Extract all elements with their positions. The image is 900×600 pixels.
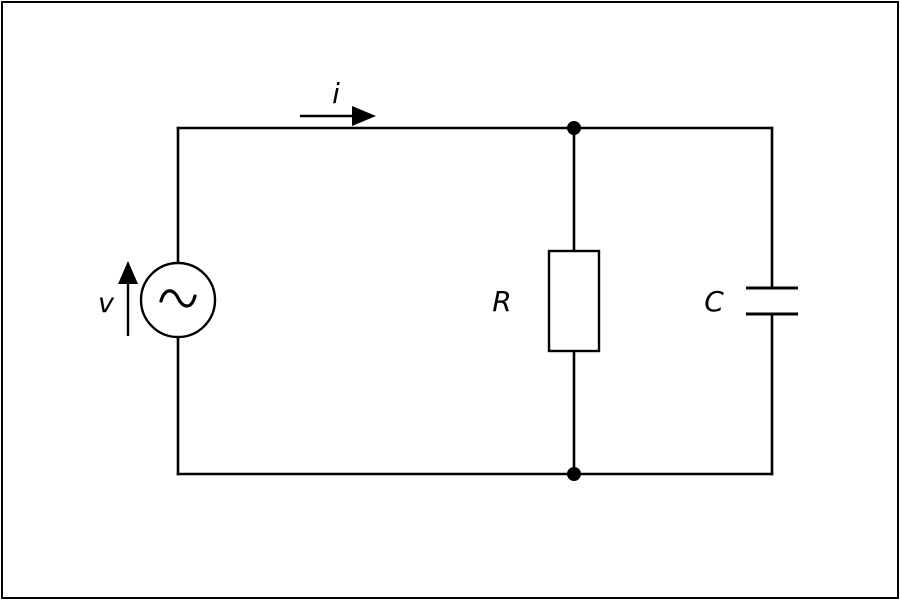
capacitor-label: C <box>704 285 724 318</box>
current-arrow <box>300 106 376 126</box>
current-label: i <box>332 77 340 110</box>
junction-dot-bottom <box>567 467 581 481</box>
voltage-arrow <box>118 261 138 336</box>
resistor-symbol <box>547 249 601 353</box>
voltage-label: v <box>98 288 115 319</box>
junction-dot-top <box>567 121 581 135</box>
sine-wave-icon <box>159 289 197 308</box>
arrow-up-icon <box>118 261 138 284</box>
ac-voltage-source <box>139 261 217 339</box>
capacitor-symbol <box>746 286 798 316</box>
circuit-wires <box>176 126 774 476</box>
resistor-label: R <box>492 285 511 318</box>
arrow-right-icon <box>352 106 376 126</box>
